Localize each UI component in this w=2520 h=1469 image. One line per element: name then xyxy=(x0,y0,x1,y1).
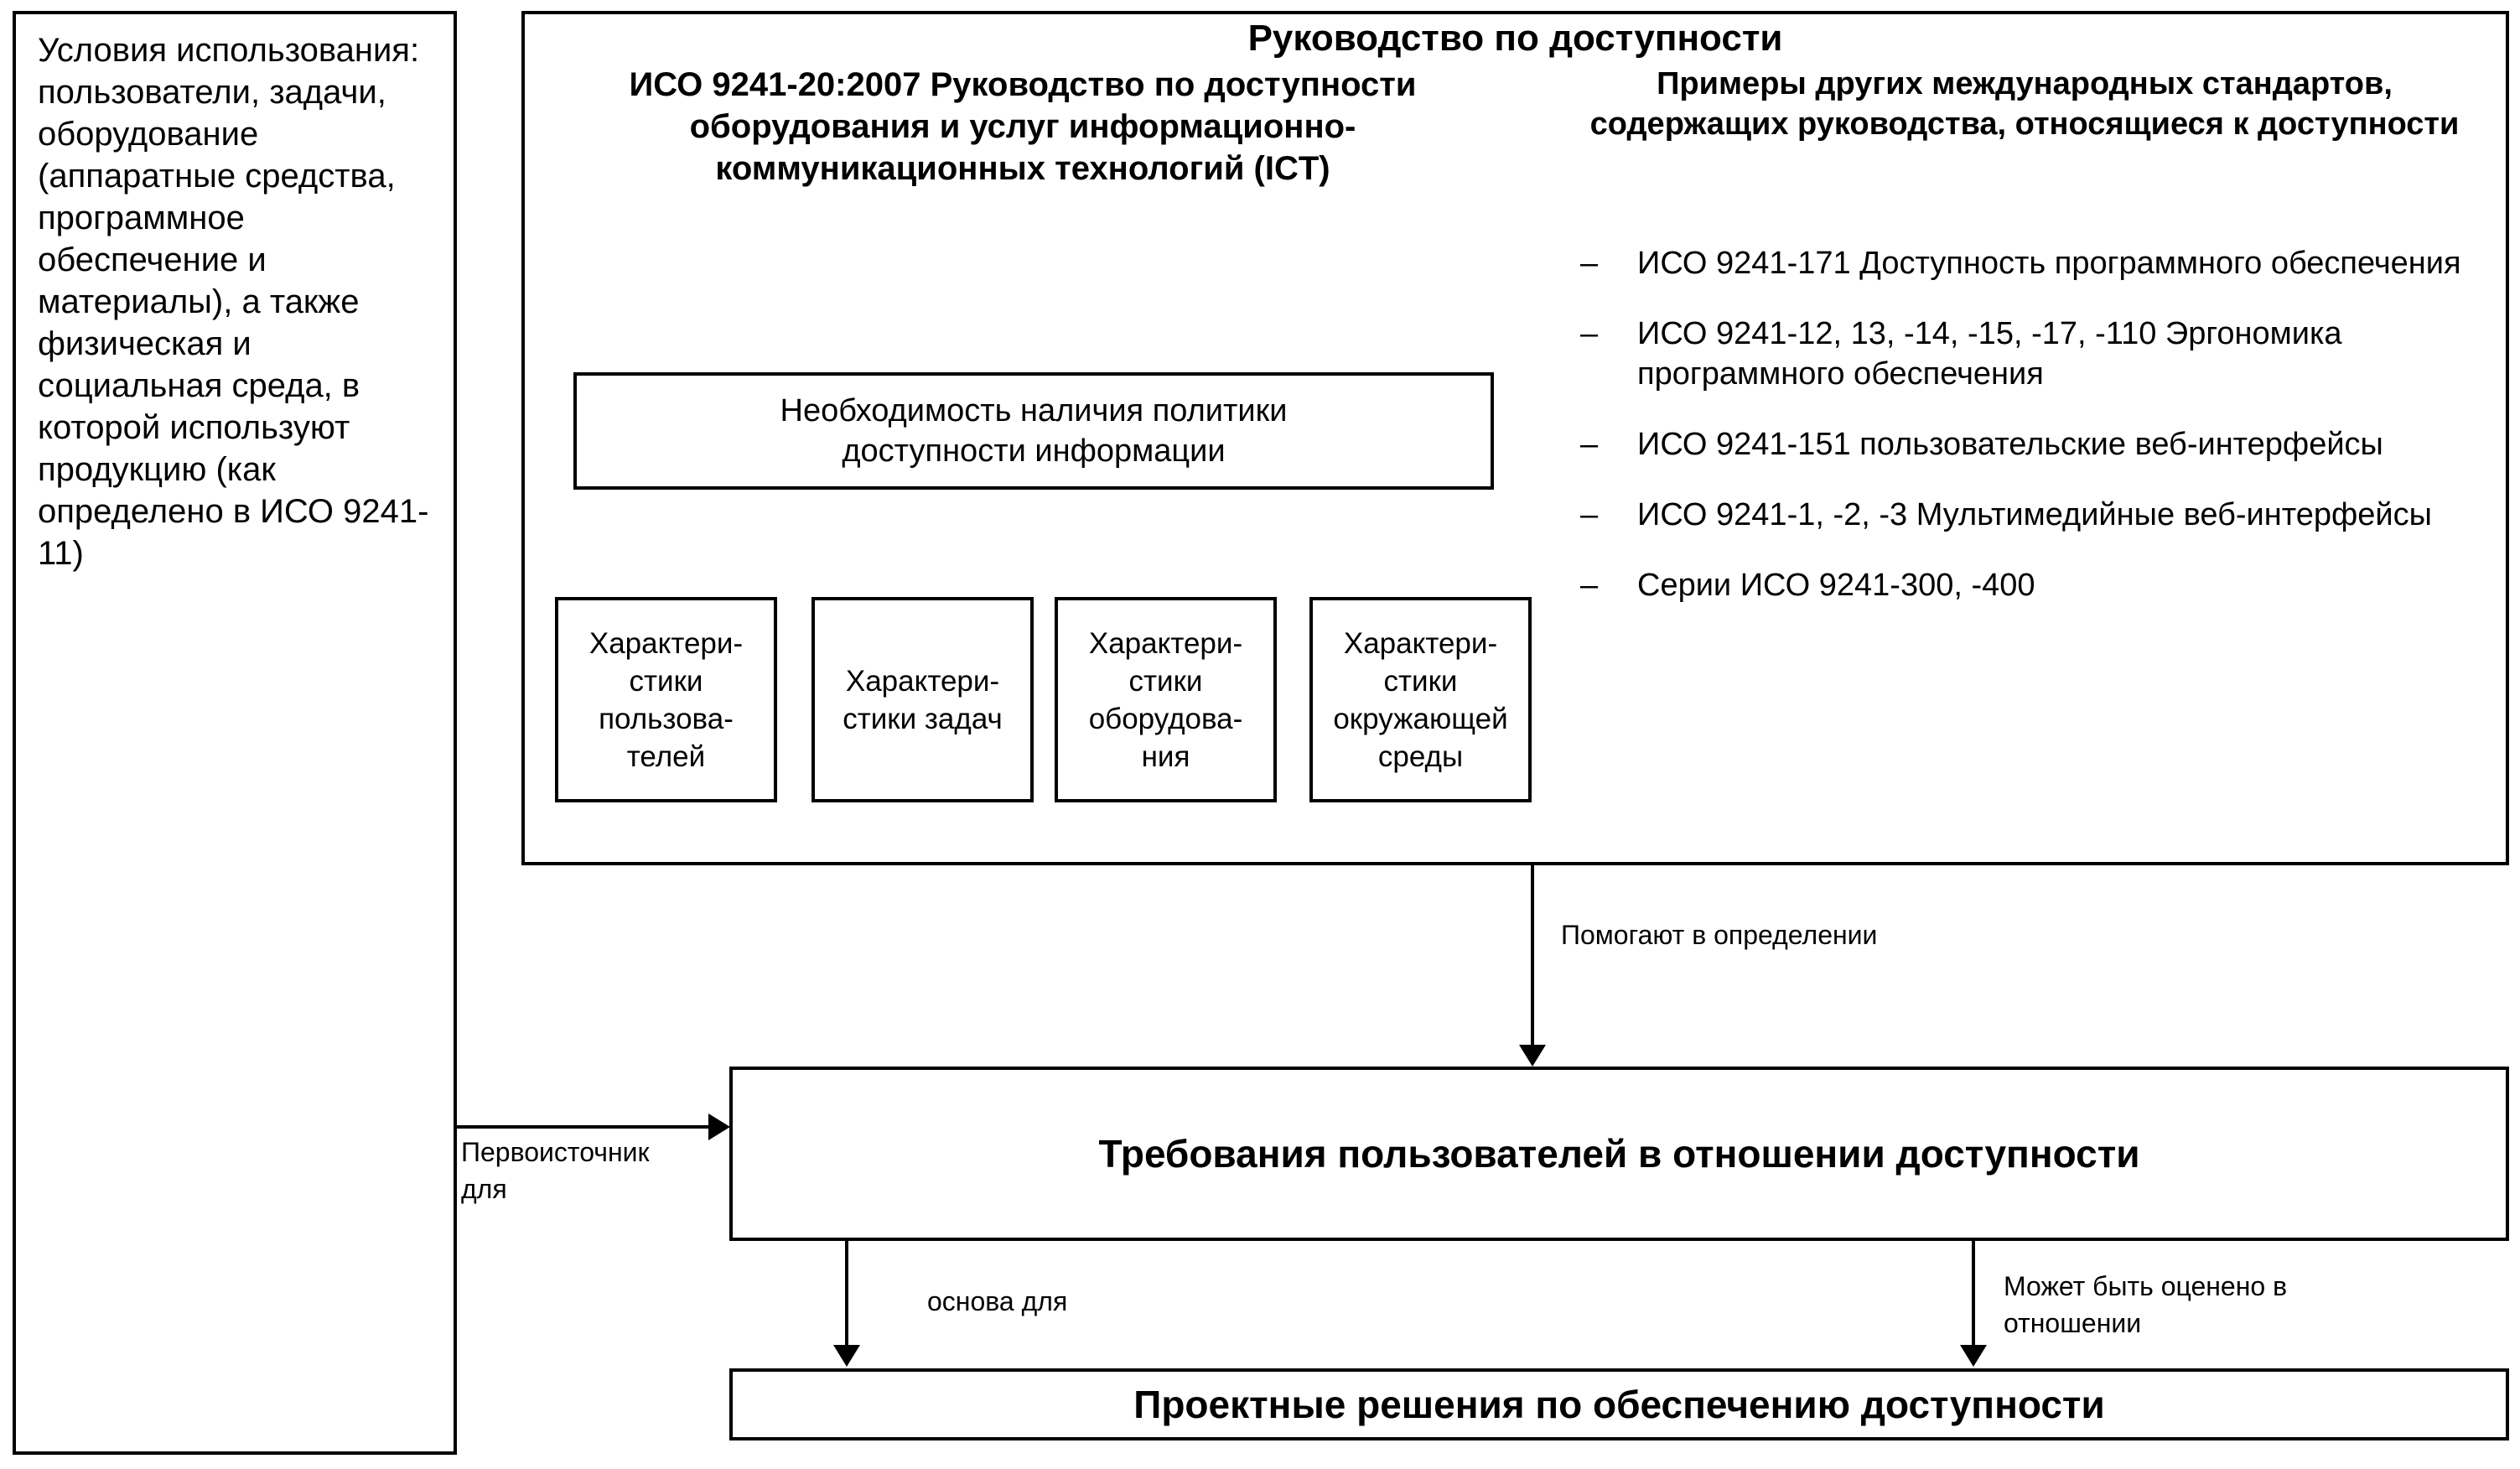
connector-requirements-to-design-right-arrowhead xyxy=(1960,1345,1987,1367)
iso-standard-title: ИСО 9241-20:2007 Руководство по доступно… xyxy=(629,66,1417,187)
list-item: – Серии ИСО 9241-300, -400 xyxy=(1580,565,2502,605)
characteristics-users-box: Характери- стики пользова- телей xyxy=(555,597,777,802)
edge-label-primary-source: Первоисточник для xyxy=(461,1137,650,1204)
connector-panel-to-requirements-arrowhead xyxy=(1519,1045,1546,1067)
context-of-use-text: Условия использования: пользователи, зад… xyxy=(38,32,429,572)
connector-requirements-to-design-right-line xyxy=(1972,1241,1975,1345)
standards-list: – ИСО 9241-171 Доступность программного … xyxy=(1580,243,2502,636)
list-item: – ИСО 9241-12, 13, -14, -15, -17, -110 Э… xyxy=(1580,314,2502,394)
accessibility-design-solutions-box: Проектные решения по обеспечению доступн… xyxy=(729,1368,2509,1440)
edge-label-basis-for: основа для xyxy=(927,1286,1068,1316)
list-item: – ИСО 9241-171 Доступность программного … xyxy=(1580,243,2502,283)
user-accessibility-requirements-text: Требования пользователей в отношении дос… xyxy=(1098,1132,2140,1176)
dash-bullet-icon: – xyxy=(1580,316,1599,351)
accessibility-design-solutions-text: Проектные решения по обеспечению доступн… xyxy=(1133,1383,2105,1426)
list-item-label: ИСО 9241-171 Доступность программного об… xyxy=(1637,246,2461,281)
characteristics-equipment-box: Характери- стики оборудова- ния xyxy=(1055,597,1277,802)
connector-requirements-to-design-left-arrowhead xyxy=(833,1345,860,1367)
user-accessibility-requirements-box: Требования пользователей в отношении дос… xyxy=(729,1067,2509,1241)
edge-label-helps-define: Помогают в определении xyxy=(1561,920,1878,950)
list-item: – ИСО 9241-1, -2, -3 Мультимедийные веб-… xyxy=(1580,495,2502,535)
accessibility-policy-box: Необходимость наличия политики доступнос… xyxy=(573,372,1494,490)
characteristics-tasks-box: Характери- стики задач xyxy=(811,597,1034,802)
connector-panel-to-requirements-line xyxy=(1531,865,1534,1045)
edge-label-can-be-evaluated: Может быть оценено в отношении xyxy=(2004,1271,2288,1338)
dash-bullet-icon: – xyxy=(1580,497,1599,532)
list-item-label: ИСО 9241-1, -2, -3 Мультимедийные веб-ин… xyxy=(1637,497,2432,532)
list-item: – ИСО 9241-151 пользовательские веб-инте… xyxy=(1580,424,2502,465)
connector-requirements-to-design-left-line xyxy=(845,1241,848,1345)
context-of-use-box: Условия использования: пользователи, зад… xyxy=(13,11,457,1455)
other-standards-heading: Примеры других международных стандартов,… xyxy=(1589,66,2460,142)
characteristics-environment-label: Характери- стики окружающей среды xyxy=(1333,626,1508,773)
characteristics-users-label: Характери- стики пользова- телей xyxy=(589,626,744,773)
dash-bullet-icon: – xyxy=(1580,246,1599,281)
list-item-label: Серии ИСО 9241-300, -400 xyxy=(1637,568,2035,603)
dash-bullet-icon: – xyxy=(1580,568,1599,603)
panel-title: Руководство по доступности xyxy=(1247,18,1783,59)
list-item-label: ИСО 9241-151 пользовательские веб-интерф… xyxy=(1637,427,2383,462)
connector-context-to-requirements-arrowhead xyxy=(708,1113,730,1140)
connector-context-to-requirements-line xyxy=(457,1125,708,1129)
list-item-label: ИСО 9241-12, 13, -14, -15, -17, -110 Эрг… xyxy=(1637,316,2342,392)
accessibility-policy-text: Необходимость наличия политики доступнос… xyxy=(780,393,1288,469)
characteristics-equipment-label: Характери- стики оборудова- ния xyxy=(1088,626,1243,773)
characteristics-environment-box: Характери- стики окружающей среды xyxy=(1309,597,1532,802)
dash-bullet-icon: – xyxy=(1580,427,1599,462)
characteristics-tasks-label: Характери- стики задач xyxy=(843,664,1003,735)
